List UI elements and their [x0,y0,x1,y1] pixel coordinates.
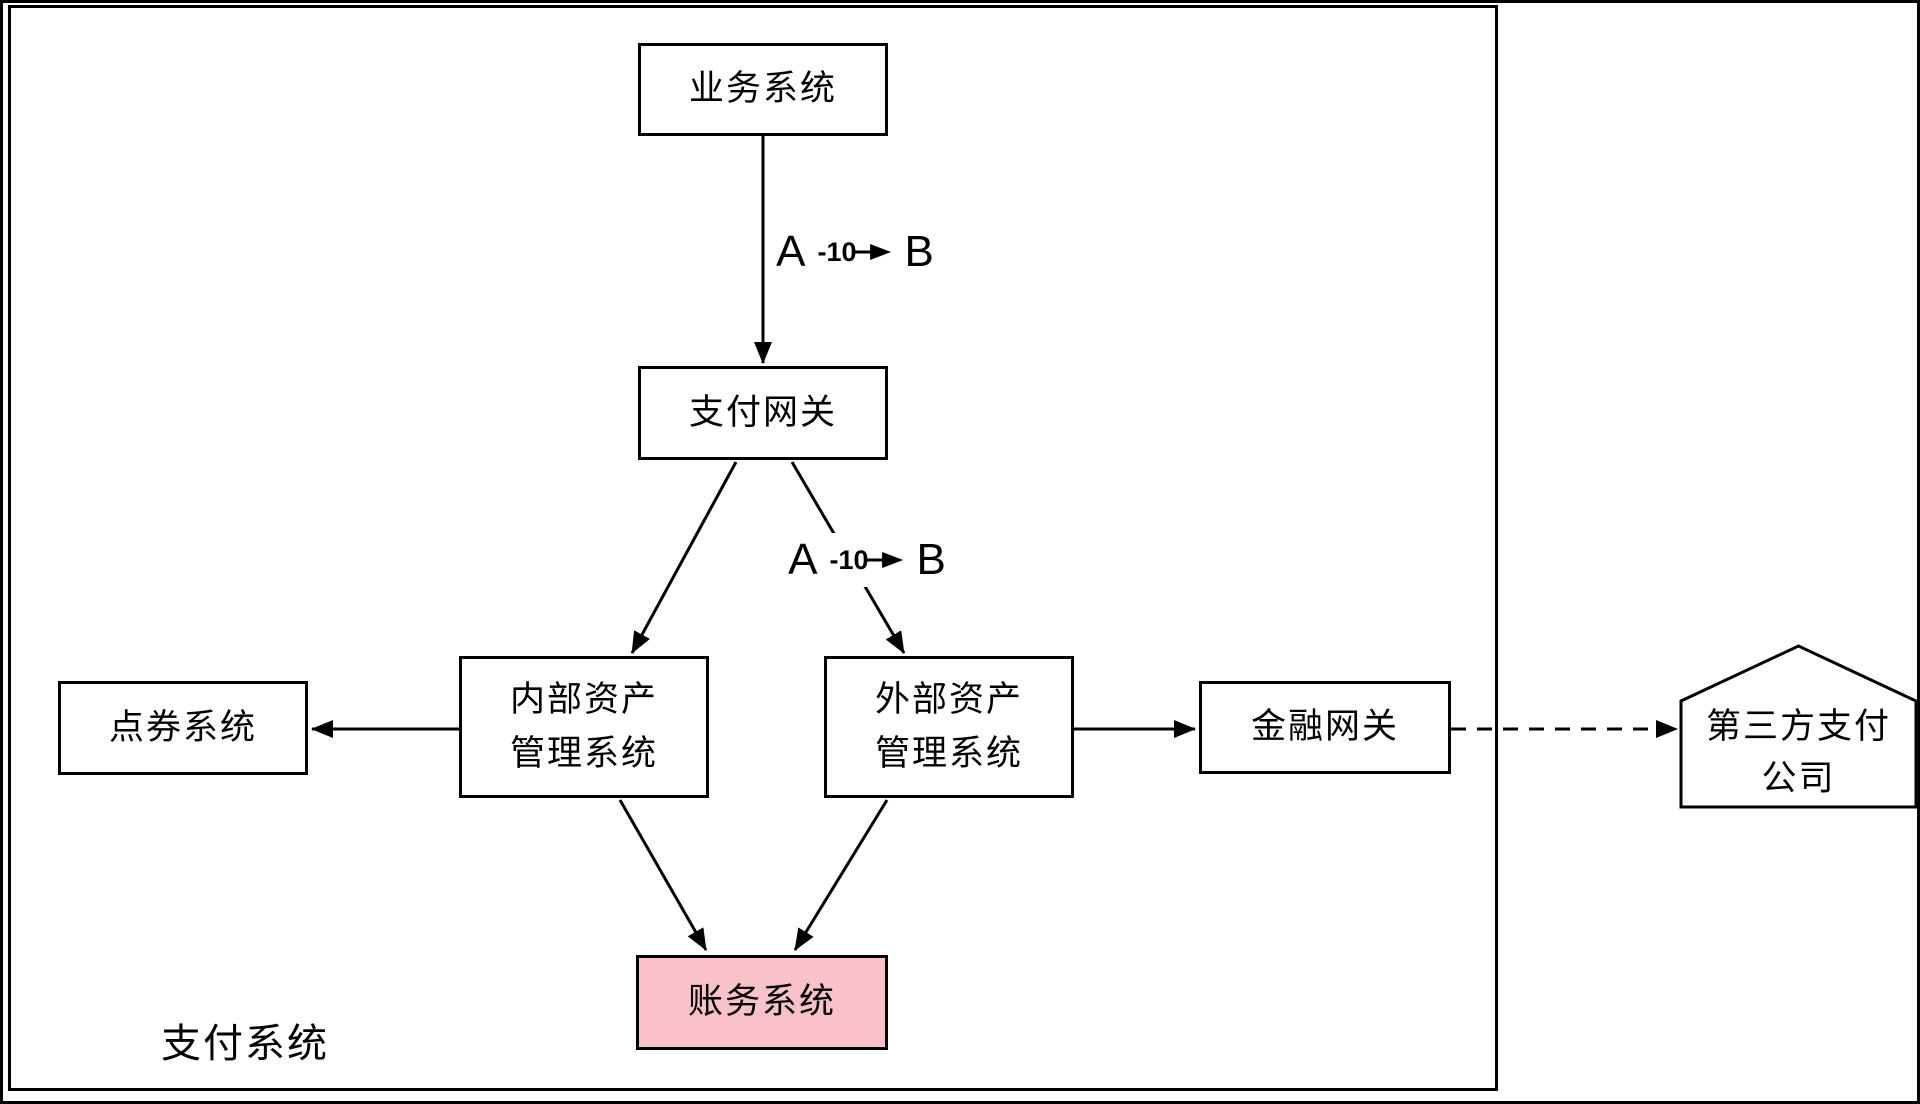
transfer-label-top-from: A [776,227,806,276]
transfer-label-top-amount: -10 [817,236,857,267]
transfer-label-top-arrow: -10 [817,237,892,268]
node-finance-gateway: 金融网关 [1199,681,1451,774]
node-business-system: 业务系统 [638,43,888,136]
node-external-asset-mgmt-label-line1: 外部资产 [874,679,1023,719]
transfer-label-mid-amount: -10 [829,544,869,575]
node-third-party-payment-label-line2: 公司 [1761,759,1836,798]
node-accounting-system: 账务系统 [636,955,888,1050]
node-third-party-payment-label-line1: 第三方支付 [1705,706,1891,746]
node-payment-gateway: 支付网关 [638,366,888,460]
transfer-label-mid-arrow: -10 [829,545,904,576]
node-points-system-label: 点券系统 [108,707,257,747]
node-business-system-label: 业务系统 [688,69,837,109]
node-internal-asset-mgmt-label-line1: 内部资产 [509,679,658,719]
transfer-label-mid-from: A [788,535,818,584]
transfer-label-mid: A -10 B [782,533,952,587]
node-internal-asset-mgmt: 内部资产 管理系统 [459,656,709,798]
mini-arrow-icon [866,552,904,568]
edge-internal-asset-to-accounting [618,799,708,951]
transfer-label-mid-to: B [916,535,946,584]
transfer-label-top: A -10 B [770,225,940,279]
node-accounting-system-label: 账务系统 [687,982,836,1022]
mini-arrow-icon [854,244,892,260]
payment-system-group-label: 支付系统 [161,1022,329,1066]
payment-system-boundary [8,5,1498,1091]
node-points-system: 点券系统 [58,681,308,775]
node-internal-asset-mgmt-label-line2: 管理系统 [509,734,658,773]
edge-external-asset-to-accounting [793,799,889,951]
third-party-payment-shape [1679,644,1917,809]
node-third-party-payment: 第三方支付 公司 [1681,705,1916,801]
edges-layer [311,136,1917,951]
transfer-label-top-to: B [904,227,934,276]
node-external-asset-mgmt: 外部资产 管理系统 [824,656,1074,798]
node-finance-gateway-label: 金融网关 [1250,707,1399,747]
edge-payment-gateway-to-internal-asset [630,461,738,654]
node-external-asset-mgmt-label-line2: 管理系统 [874,734,1023,773]
node-payment-gateway-label: 支付网关 [688,392,837,432]
